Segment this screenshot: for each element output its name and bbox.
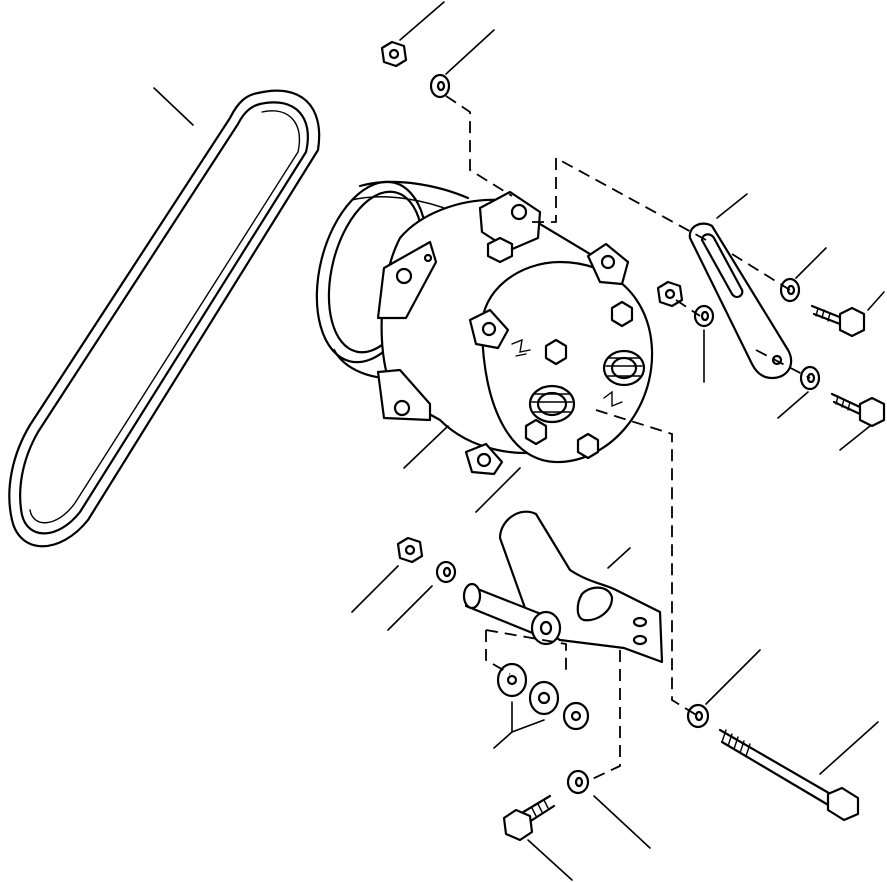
discharge-fitting — [602, 349, 646, 387]
spacer — [528, 680, 560, 716]
adjusting-strap — [688, 222, 793, 380]
lock-washer-strap-1 — [693, 304, 715, 328]
hex-nut-lower — [396, 536, 424, 564]
flat-washer-small — [562, 701, 590, 731]
suction-fitting — [528, 384, 576, 424]
leader-line-compressor-head — [475, 467, 521, 513]
compressor-mounting-bracket — [462, 510, 664, 664]
lock-washer-top — [429, 73, 451, 99]
leader-line-compressor — [403, 425, 449, 469]
long-bolt — [718, 728, 860, 822]
cap-screw-upper-2 — [830, 392, 886, 428]
lock-washer-bolt — [686, 703, 710, 729]
lock-washer-screw — [566, 769, 590, 795]
leader-line-belt — [153, 87, 194, 126]
lock-washer-strap-3 — [799, 365, 821, 391]
drive-belt — [8, 89, 321, 548]
compressor — [315, 180, 654, 476]
cap-screw-lower — [502, 794, 556, 842]
alignment-lines — [445, 95, 811, 781]
hex-nut-top — [380, 40, 408, 68]
cap-screw-upper-1 — [810, 304, 866, 338]
flat-washer — [496, 662, 528, 698]
lock-washer-lower — [435, 560, 457, 584]
